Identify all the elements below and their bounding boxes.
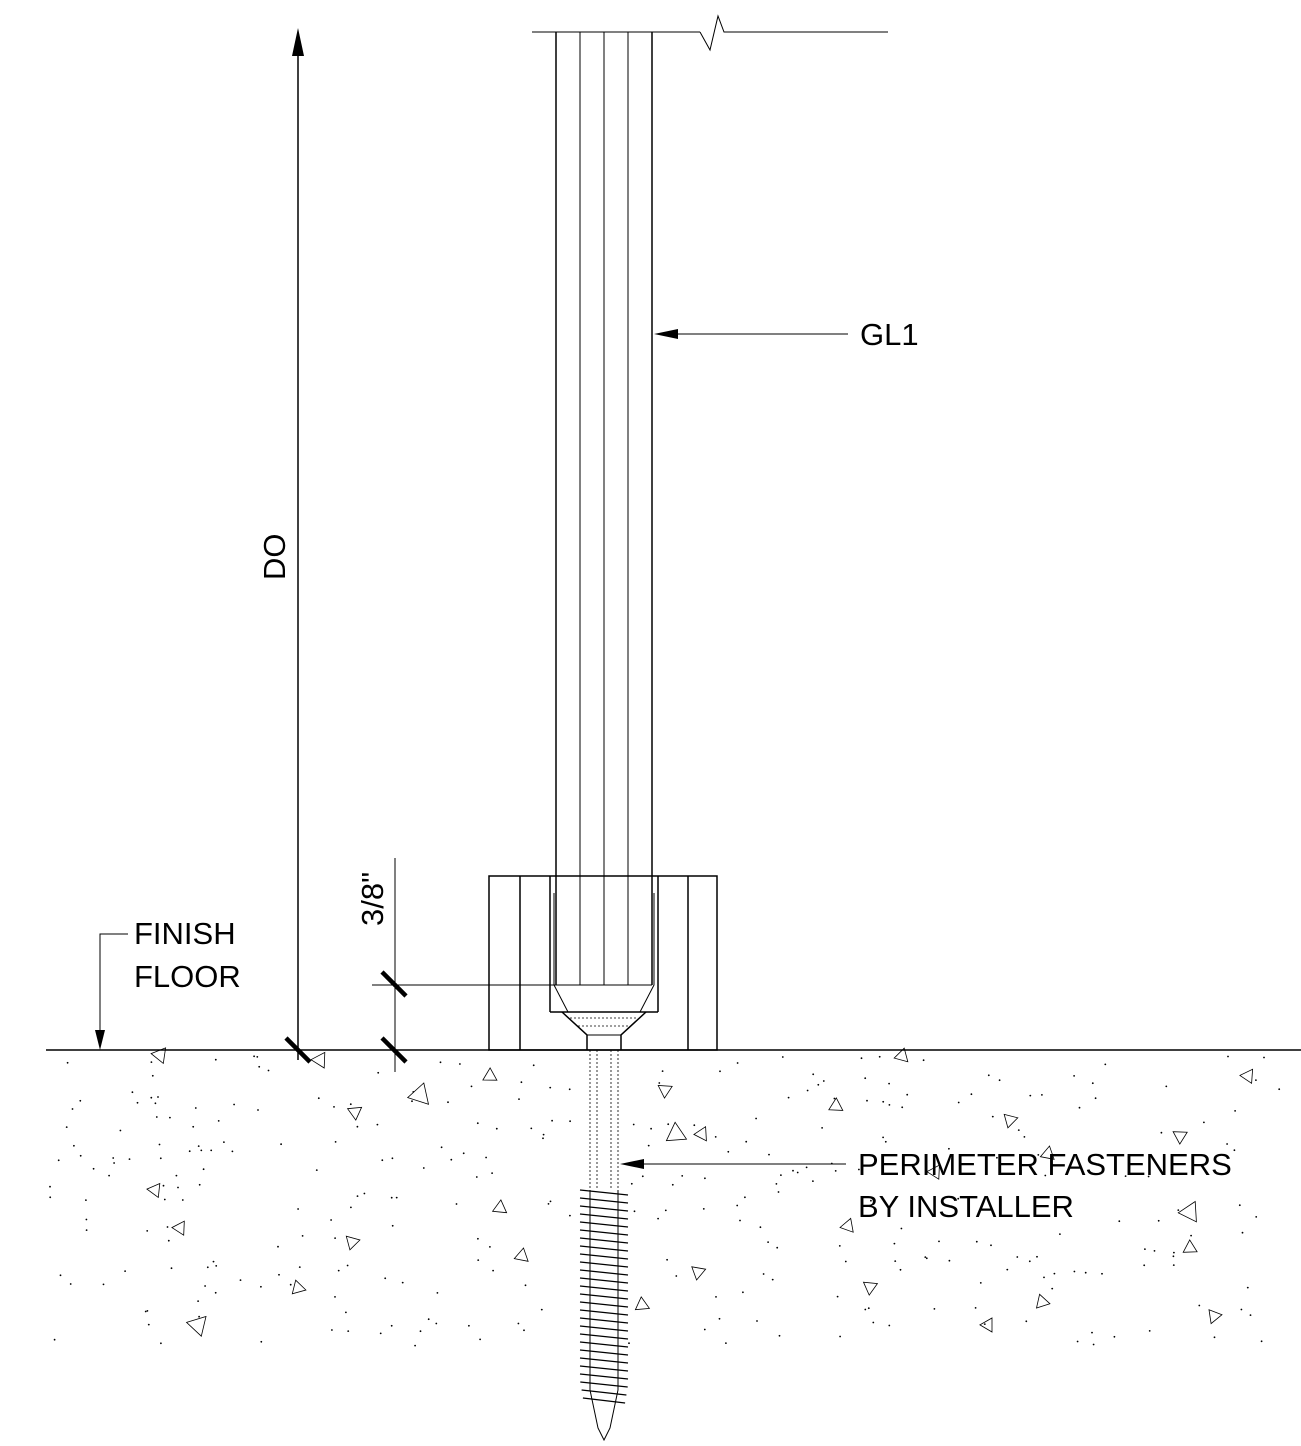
fastener-leader (620, 1159, 846, 1169)
perimeter-fastener-screw (579, 1050, 629, 1442)
glass-tag-label: GL1 (860, 317, 919, 352)
height-dimension-label: DO (257, 534, 292, 581)
finish-floor-leader (95, 933, 128, 1050)
base-shoe-channel (488, 875, 718, 1051)
height-dimension (284, 28, 312, 1064)
fastener-label-line2: BY INSTALLER (858, 1189, 1074, 1224)
fastener-label-line1: PERIMETER FASTENERS (858, 1147, 1232, 1182)
concrete-substrate-hatch (49, 1047, 1281, 1347)
finish-floor-label-line2: FLOOR (134, 959, 241, 994)
glass-leader (654, 329, 848, 339)
finish-floor-label-line1: FINISH (134, 916, 236, 951)
setback-dimension (372, 858, 556, 1072)
glass-panel (532, 14, 888, 985)
setback-dimension-label: 3/8" (355, 872, 390, 926)
